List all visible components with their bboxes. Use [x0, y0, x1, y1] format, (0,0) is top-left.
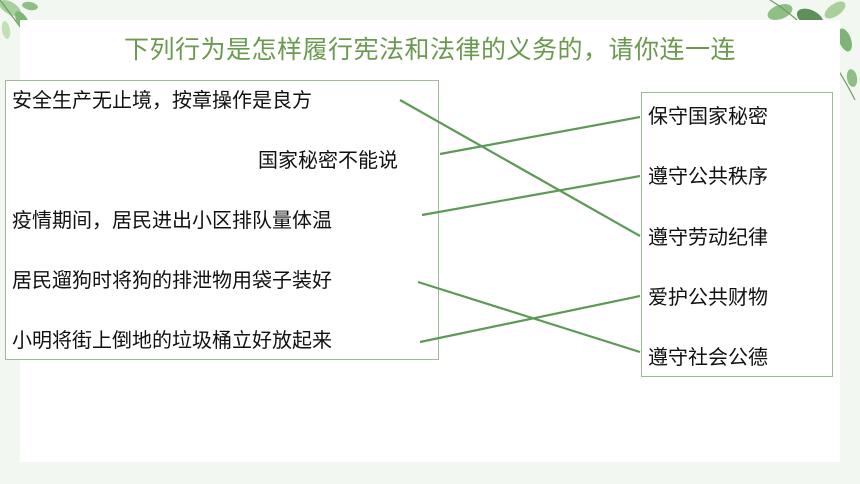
action-item-3: 疫情期间，居民进出小区排队量体温 — [12, 208, 332, 232]
match-line-3 — [421, 174, 641, 217]
duty-item-3: 遵守劳动纪律 — [648, 225, 768, 249]
duty-item-1: 保守国家秘密 — [648, 104, 768, 128]
match-line-4 — [417, 280, 641, 354]
duties-box — [641, 92, 833, 377]
match-line-1 — [399, 99, 641, 237]
duty-item-4: 爱护公共财物 — [648, 285, 768, 309]
action-item-4: 居民遛狗时将狗的排泄物用袋子装好 — [12, 268, 332, 292]
match-line-5 — [419, 294, 641, 344]
page-title: 下列行为是怎样履行宪法和法律的义务的，请你连一连 — [123, 35, 736, 64]
duty-item-5: 遵守社会公德 — [648, 345, 768, 369]
actions-box — [5, 80, 439, 360]
match-line-2 — [439, 115, 641, 156]
action-item-1: 安全生产无止境，按章操作是良方 — [12, 88, 312, 112]
action-item-2: 国家秘密不能说 — [258, 148, 398, 172]
duty-item-2: 遵守公共秩序 — [648, 164, 768, 188]
action-item-5: 小明将街上倒地的垃圾桶立好放起来 — [12, 328, 332, 352]
